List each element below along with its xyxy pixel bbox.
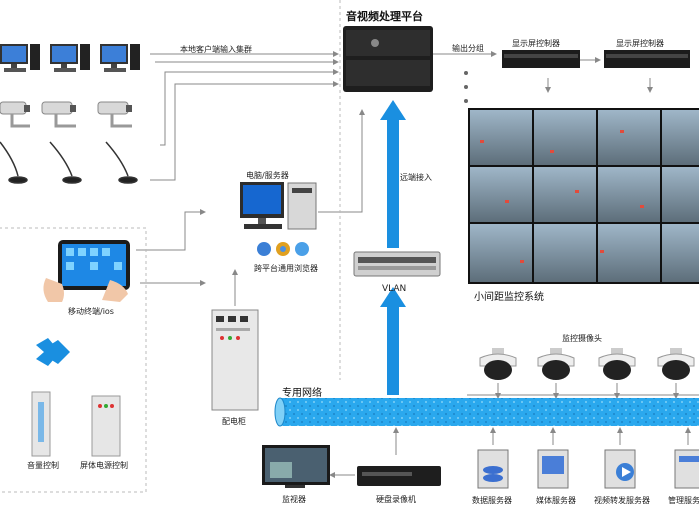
remote-arrow-upper [380, 100, 406, 248]
display-controllers [502, 50, 690, 68]
vlan-switch [353, 251, 441, 277]
video-forward-label: 视频转发服务器 [594, 496, 650, 505]
av-platform-device [343, 26, 433, 92]
monitor-device [262, 445, 330, 488]
browser-label: 跨平台通用浏览器 [254, 264, 318, 273]
cabinets-left [31, 391, 121, 457]
connection-lines [136, 51, 699, 478]
microphones [0, 141, 138, 184]
platform-title: 音视频处理平台 [346, 10, 423, 23]
vlan-label: VLAN [382, 284, 407, 294]
pc-server [240, 182, 317, 230]
dvr-device [357, 466, 441, 486]
short-monitor-label: 小间距监控系统 [474, 292, 544, 303]
volume-label: 音量控制 [27, 461, 59, 470]
remote-arrow-lower [380, 287, 406, 395]
display-ctrl-label-1: 显示屏控制器 [512, 39, 560, 48]
data-server-label: 数据服务器 [472, 496, 512, 505]
mobile-label: 移动终端/ios [68, 307, 114, 316]
camera-label: 监控摄像头 [562, 334, 602, 343]
mgmt-server-label: 管理服务器 [668, 496, 699, 505]
video-wall [468, 108, 699, 284]
dvr-label: 硬盘录像机 [376, 495, 416, 504]
local-input-label: 本地客户端输入集群 [180, 45, 252, 54]
screen-power-label: 屏体电源控制 [80, 461, 128, 470]
dome-cameras [479, 348, 695, 380]
browser-icons [257, 242, 309, 256]
bullet-cameras [0, 101, 132, 128]
network-label: 专用网络 [282, 388, 322, 399]
monitor-label: 监视器 [282, 495, 306, 504]
brand-chevron-icon [36, 338, 70, 366]
servers-row [477, 449, 699, 489]
more-dots [464, 71, 468, 103]
media-server-label: 媒体服务器 [536, 496, 576, 505]
pc-server-label: 电脑/服务器 [246, 171, 289, 180]
client-computers [0, 44, 140, 72]
tablet [43, 240, 130, 302]
display-ctrl-label-2: 显示屏控制器 [616, 39, 664, 48]
output-group-label: 输出分组 [452, 44, 484, 53]
power-cabinet [211, 309, 259, 411]
remote-access-label: 远端接入 [400, 173, 432, 182]
network-tube [274, 397, 699, 427]
cabinet-label: 配电柜 [222, 417, 246, 426]
